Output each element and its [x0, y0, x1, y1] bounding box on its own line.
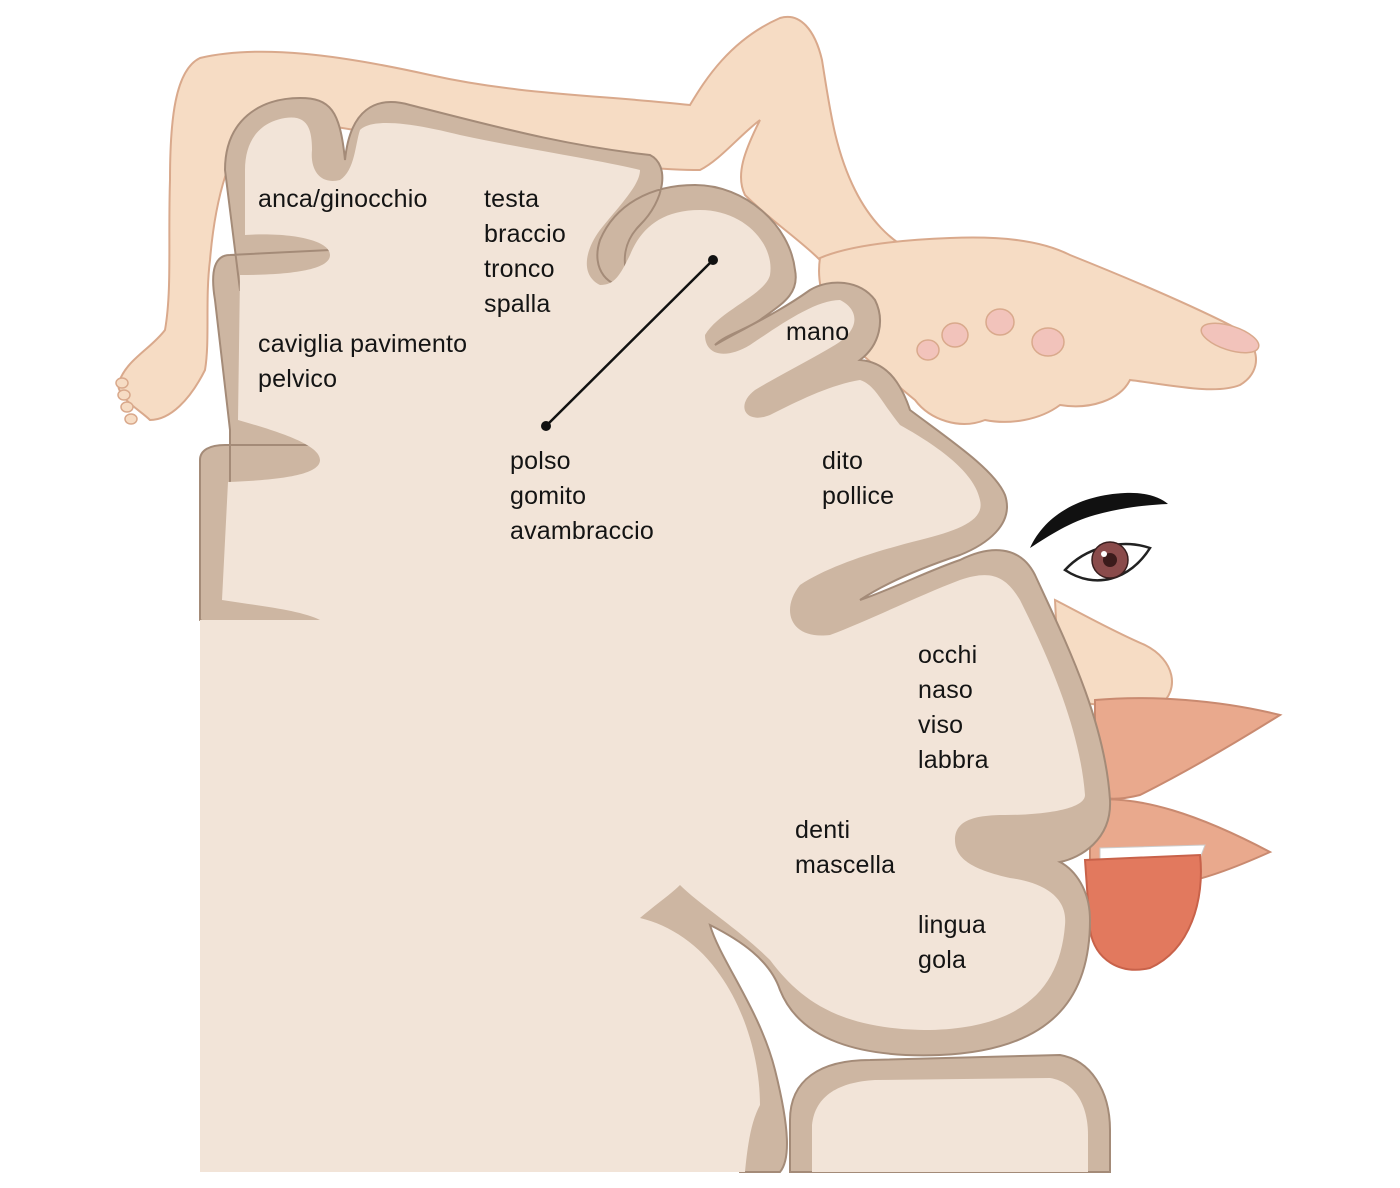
label-line: viso — [918, 711, 964, 739]
label-wrist: polso gomito avambraccio — [510, 444, 654, 549]
leader-dot-end — [708, 255, 718, 265]
label-ankle: caviglia pavimento pelvico — [258, 327, 467, 397]
label-face: occhi naso viso labbra — [918, 638, 989, 778]
label-line: avambraccio — [510, 517, 654, 545]
label-jaw: denti mascella — [795, 813, 895, 883]
eyebrow-icon — [1030, 492, 1168, 548]
label-line: gola — [918, 946, 967, 974]
lower-gyrus-inner — [812, 1078, 1088, 1172]
label-line: spalla — [484, 290, 551, 318]
label-tongue: lingua gola — [918, 908, 986, 978]
wrist-leader-line — [541, 255, 718, 431]
label-line: testa — [484, 185, 540, 213]
label-line: mascella — [795, 851, 896, 879]
label-line: pollice — [822, 482, 895, 510]
toe-icons — [115, 377, 138, 425]
label-line: lingua — [918, 911, 986, 939]
label-line: denti — [795, 816, 851, 844]
label-line: mano — [786, 318, 850, 346]
cortex-section — [199, 96, 1112, 1173]
label-line: occhi — [918, 641, 978, 669]
label-line: polso — [510, 447, 571, 475]
label-line: anca/ginocchio — [258, 185, 428, 213]
label-head-trunk: testa braccio tronco spalla — [484, 182, 566, 322]
label-hip-knee: anca/ginocchio — [258, 182, 428, 217]
label-line: gomito — [510, 482, 587, 510]
label-line: dito — [822, 447, 864, 475]
eye-icon — [1063, 541, 1152, 582]
label-line: tronco — [484, 255, 555, 283]
hand-icon — [818, 236, 1260, 425]
label-line: pelvico — [258, 365, 338, 393]
leader-dot-start — [541, 421, 551, 431]
label-hand: mano — [786, 315, 849, 350]
cortex-inner-fill — [200, 117, 1085, 1173]
label-line: braccio — [484, 220, 566, 248]
tongue-icon — [1083, 853, 1202, 971]
label-line: caviglia pavimento — [258, 330, 468, 358]
label-line: naso — [918, 676, 974, 704]
label-line: labbra — [918, 746, 989, 774]
fingernail-icons — [916, 308, 1260, 361]
label-finger: dito pollice — [822, 444, 894, 514]
